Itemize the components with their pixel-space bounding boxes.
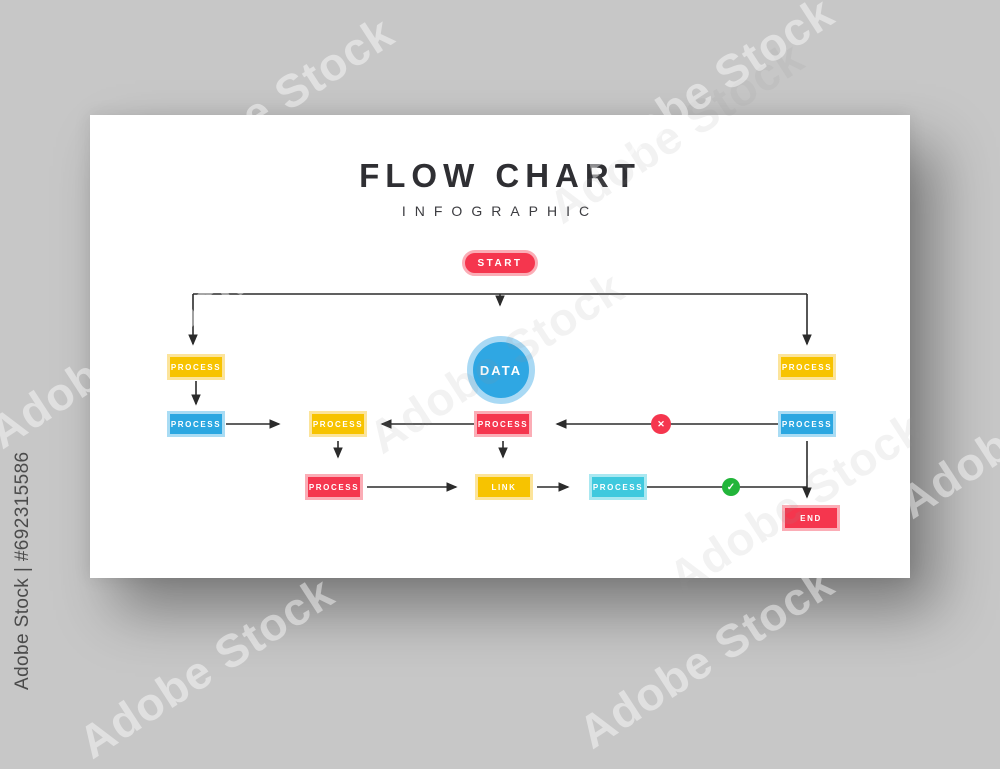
node-right-process-2: PROCESS [778,411,836,437]
node-right-process-1: PROCESS [778,354,836,380]
node-link: LINK [475,474,533,500]
adobe-stock-watermark: Adobe Stock [569,555,843,759]
node-left-process-2: PROCESS [167,411,225,437]
node-center-process: PROCESS [474,411,532,437]
node-data: DATA [467,336,535,404]
node-bottom-process-1: PROCESS [305,474,363,500]
approve-check-icon: ✓ [722,478,740,496]
reject-x-icon: ✕ [651,414,671,434]
adobe-stock-watermark: Adobe Stock [69,565,343,769]
flowchart-connectors [188,293,812,499]
node-bottom-process-2: PROCESS [589,474,647,500]
slide-card: Adobe Stock Adobe Stock Adobe Stock FLOW… [90,31,933,603]
stock-id-watermark: Adobe Stock | #692315586 [12,451,33,691]
page-title: FLOW CHART [359,157,641,194]
node-start: START [462,250,538,276]
node-left-process-1: PROCESS [167,354,225,380]
page-subtitle: INFOGRAPHIC [401,203,599,219]
node-end: END [782,505,840,531]
node-mid-process: PROCESS [309,411,367,437]
